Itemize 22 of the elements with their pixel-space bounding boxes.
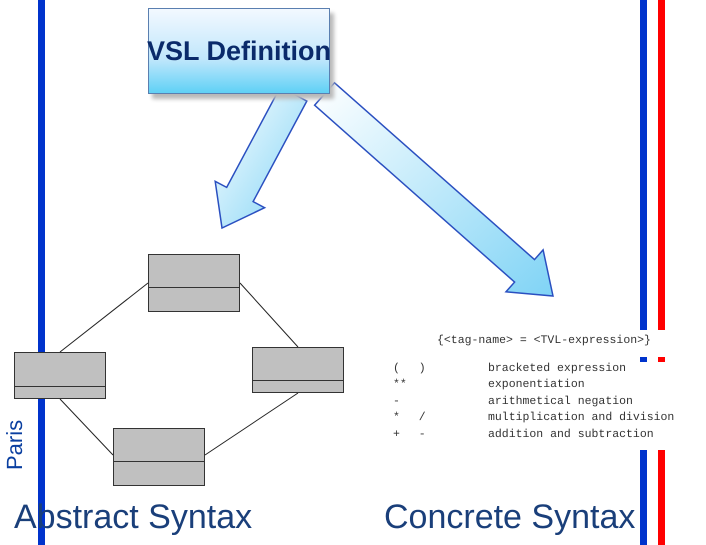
- operator-symbol: + -: [393, 428, 426, 441]
- operator-description: bracketed expression: [488, 362, 626, 375]
- operator-description: multiplication and division: [488, 411, 674, 424]
- operator-symbol: * /: [393, 411, 426, 424]
- connector-line: [240, 282, 298, 348]
- class-box: [148, 254, 240, 312]
- class-box: [113, 428, 205, 486]
- connector-line: [204, 392, 298, 456]
- operator-description: exponentiation: [488, 378, 585, 391]
- block-arrow: [314, 82, 554, 297]
- class-box: [252, 347, 344, 393]
- caption: Concrete Syntax: [384, 498, 636, 537]
- operator-symbol: **: [393, 378, 407, 391]
- class-box: [14, 352, 106, 399]
- side-note: Paris: [2, 420, 28, 470]
- operator-symbol: -: [393, 395, 400, 408]
- connector-line: [60, 398, 114, 456]
- operator-description: arithmetical negation: [488, 395, 633, 408]
- operator-symbol: ( ): [393, 362, 426, 375]
- syntax-rule: {<tag-name> = <TVL-expression>}: [437, 334, 651, 347]
- operator-description: addition and subtraction: [488, 428, 654, 441]
- connector-line: [60, 282, 148, 352]
